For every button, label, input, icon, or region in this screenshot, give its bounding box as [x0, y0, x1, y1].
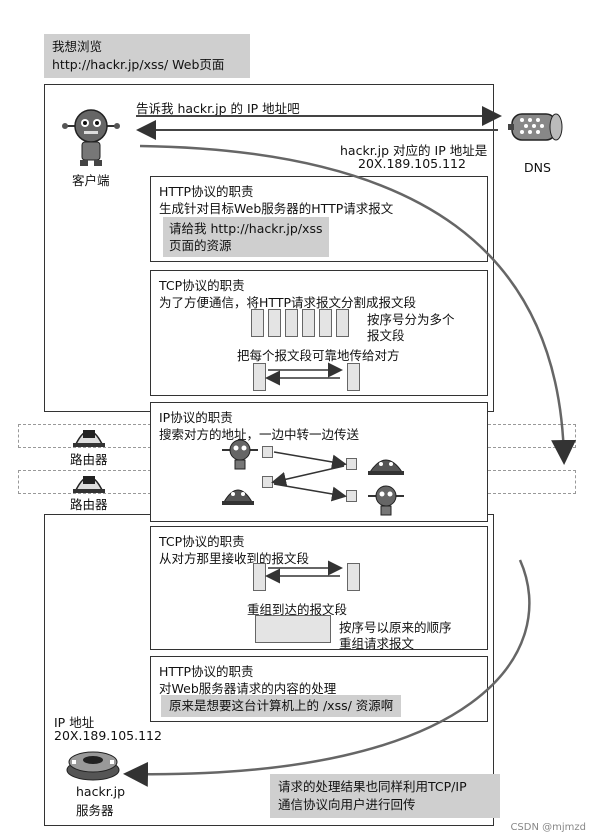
tcp-recv-receiver-segment [347, 563, 360, 591]
browse-callout-line1: 我想浏览 [52, 39, 103, 54]
dns-reply-line1: hackr.jp 对应的 IP 地址是 [340, 143, 488, 158]
ip-router-icon [220, 478, 256, 506]
http-callout-line2: 页面的资源 [169, 238, 232, 253]
tcp-segment [336, 309, 349, 337]
response-note-line1: 请求的处理结果也同样利用TCP/IP [278, 779, 467, 794]
tcp-segment [319, 309, 332, 337]
dns-request-text: 告诉我 hackr.jp 的 IP 地址吧 [136, 101, 300, 116]
router-label-1: 路由器 [70, 452, 108, 467]
http-panel: HTTP协议的职责 生成针对目标Web服务器的HTTP请求报文 请给我 http… [150, 176, 488, 262]
tcp-reassemble-text: 重组到达的报文段 [247, 602, 348, 617]
ip-panel-desc: 搜索对方的地址，一边中转一边传送 [159, 427, 360, 442]
ip-panel: IP协议的职责 搜索对方的地址，一边中转一边传送 [150, 402, 488, 522]
tcp-send-title: TCP协议的职责 [159, 278, 245, 293]
server-ip-value: 20X.189.105.112 [54, 728, 162, 743]
ip-sender-robot-icon [222, 438, 258, 470]
browse-callout-line2: http://hackr.jp/xss/ Web页面 [52, 57, 225, 72]
server-ip-label: IP 地址 [54, 715, 95, 730]
tcp-segment [251, 309, 264, 337]
ip-packet [262, 446, 273, 458]
watermark: CSDN @mjmzd [510, 822, 586, 833]
ip-route-arrow [271, 465, 345, 487]
tcp-send-note-line2: 报文段 [367, 328, 405, 343]
response-note: 请求的处理结果也同样利用TCP/IP 通信协议向用户进行回传 [270, 774, 500, 818]
http-callout-line1: 请给我 http://hackr.jp/xss [169, 221, 323, 236]
tcp-recv-desc: 从对方那里接收到的报文段 [159, 551, 310, 566]
tcp-send-panel: TCP协议的职责 为了方便通信，将HTTP请求报文分割成报文段 按序号分为多个 … [150, 270, 488, 396]
response-note-line2: 通信协议向用户进行回传 [278, 797, 416, 812]
tcp-send-desc: 为了方便通信，将HTTP请求报文分割成报文段 [159, 295, 416, 310]
tcp-segment [268, 309, 281, 337]
tcp-recv-note-line2: 重组请求报文 [339, 636, 415, 651]
router-icon [70, 418, 108, 448]
dns-label: DNS [524, 160, 551, 175]
http-recv-callout: 原来是想要这台计算机上的 /xss/ 资源啊 [161, 695, 402, 717]
server-name-line1: hackr.jp [76, 784, 126, 799]
tcp-reliable-text: 把每个报文段可靠地传给对方 [237, 348, 400, 363]
router-icon [70, 464, 108, 494]
tcp-receiver-segment [347, 363, 360, 391]
client-label: 客户端 [72, 173, 110, 188]
reassembled-message [255, 615, 331, 643]
dns-reply-line2: 20X.189.105.112 [358, 156, 466, 171]
http-panel-title: HTTP协议的职责 [159, 184, 254, 199]
http-recv-desc: 对Web服务器请求的内容的处理 [159, 681, 337, 696]
tcp-segment [302, 309, 315, 337]
response-flow-arrow [123, 559, 531, 787]
browse-callout: 我想浏览 http://hackr.jp/xss/ Web页面 [44, 34, 250, 78]
tcp-recv-title: TCP协议的职责 [159, 534, 245, 549]
client-robot-icon [62, 104, 120, 168]
tcp-recv-panel: TCP协议的职责 从对方那里接收到的报文段 重组到达的报文段 按序号以原来的顺序… [150, 526, 488, 651]
ip-destination-robot-icon [368, 484, 404, 516]
ip-route-arrow [273, 451, 347, 470]
tcp-send-note-line1: 按序号分为多个 [367, 312, 455, 327]
tcp-segment [285, 309, 298, 337]
ip-destination-router-icon [366, 448, 406, 476]
tcp-recv-note-line1: 按序号以原来的顺序 [339, 620, 452, 635]
server-icon [66, 746, 120, 782]
http-panel-desc: 生成针对目标Web服务器的HTTP请求报文 [159, 201, 394, 216]
ip-panel-title: IP协议的职责 [159, 410, 233, 425]
dns-server-icon [508, 108, 564, 148]
router-label-2: 路由器 [70, 497, 108, 512]
ip-route-arrow [273, 483, 347, 502]
request-flow-arrow [139, 144, 577, 465]
http-request-callout: 请给我 http://hackr.jp/xss 页面的资源 [163, 217, 329, 257]
http-recv-title: HTTP协议的职责 [159, 664, 254, 679]
server-name-line2: 服务器 [76, 803, 114, 818]
http-recv-panel: HTTP协议的职责 对Web服务器请求的内容的处理 原来是想要这台计算机上的 /… [150, 656, 488, 722]
